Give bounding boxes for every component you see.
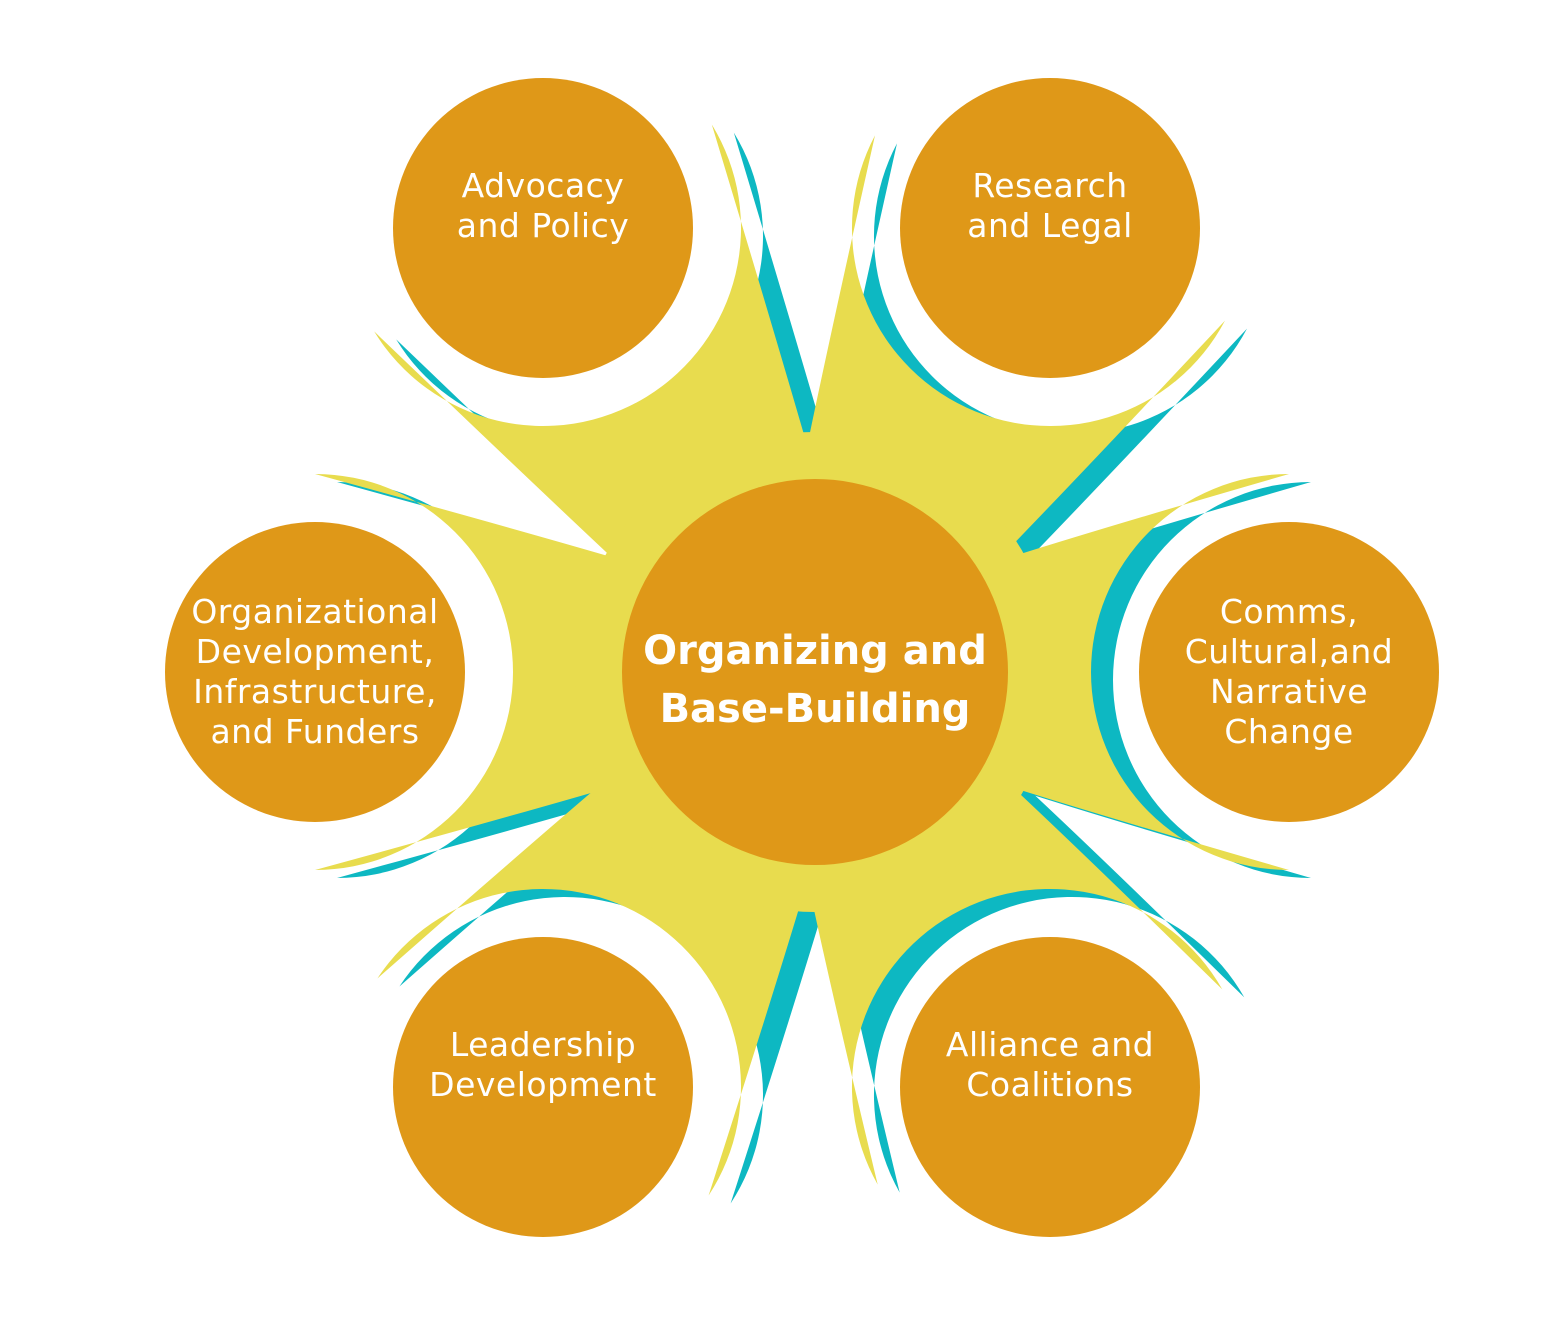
node-label-line: Development, xyxy=(196,632,435,671)
node-circle[interactable] xyxy=(165,522,465,822)
node-circle[interactable] xyxy=(393,78,693,378)
center-circle[interactable] xyxy=(622,479,1008,865)
node-circle[interactable] xyxy=(1139,522,1439,822)
node-label-line: Advocacy xyxy=(462,166,625,205)
center-label-line: Organizing and xyxy=(643,628,987,674)
node-label-line: and Funders xyxy=(210,712,419,751)
node-label-line: Cultural,and xyxy=(1185,632,1394,671)
node-label-line: Coalitions xyxy=(966,1065,1133,1104)
node-circle[interactable] xyxy=(900,78,1200,378)
node-label-line: Infrastructure, xyxy=(193,672,437,711)
node-label-line: Comms, xyxy=(1220,592,1358,631)
node-label-line: Development xyxy=(429,1065,657,1104)
center-label-line: Base-Building xyxy=(660,686,971,732)
node-label-line: Change xyxy=(1224,712,1353,751)
node-circle[interactable] xyxy=(393,937,693,1237)
node-label-line: Leadership xyxy=(450,1025,636,1064)
node-label-line: Organizational xyxy=(191,592,438,631)
node-label-line: and Policy xyxy=(457,206,630,245)
node-circle[interactable] xyxy=(900,937,1200,1237)
node-label-line: Alliance and xyxy=(946,1025,1154,1064)
node-label-line: Narrative xyxy=(1210,672,1368,711)
node-label-line: and Legal xyxy=(967,206,1133,245)
node-label-line: Research xyxy=(972,166,1127,205)
petal-organizational-development xyxy=(315,474,815,870)
